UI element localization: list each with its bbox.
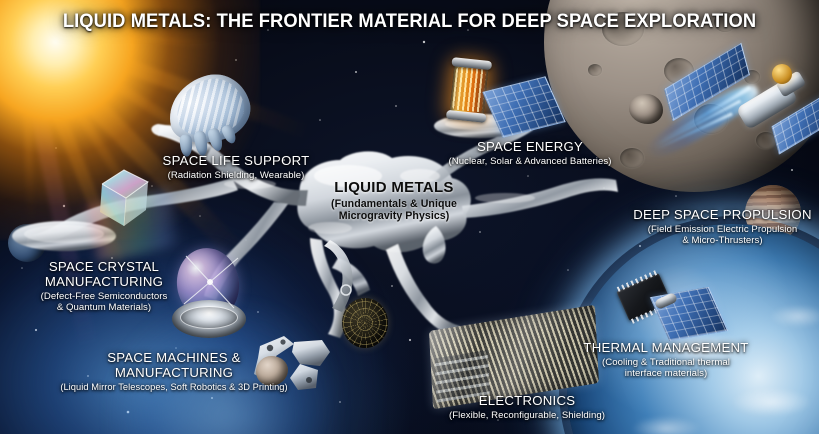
node-subtitle: (Liquid Mirror Telescopes, Soft Robotics… (60, 381, 288, 392)
node-space-life-support: SPACE LIFE SUPPORT (Radiation Shielding,… (140, 153, 332, 181)
node-thermal-management: THERMAL MANAGEMENT (Cooling & Traditiona… (566, 340, 766, 380)
node-subtitle: (Nuclear, Solar & Advanced Batteries) (448, 155, 612, 167)
node-subtitle: (Flexible, Reconfigurable, Shielding) (449, 409, 605, 421)
node-subtitle: (Field Emission Electric Propulsion & Mi… (647, 223, 798, 247)
node-title: ELECTRONICS (478, 393, 576, 408)
page-title: LIQUID METALS: THE FRONTIER MATERIAL FOR… (62, 10, 757, 32)
node-liquid-metals: LIQUID METALS (Fundamentals & Unique Mic… (303, 179, 485, 223)
node-title: THERMAL MANAGEMENT (583, 340, 749, 355)
asteroid-sample-icon (256, 356, 288, 386)
node-space-machines-manufacturing: SPACE MACHINES & MANUFACTURING (Liquid M… (48, 350, 300, 393)
node-space-energy: SPACE ENERGY (Nuclear, Solar & Advanced … (428, 139, 632, 167)
asteroid-icon (629, 94, 663, 124)
node-title: SPACE MACHINES & MANUFACTURING (107, 350, 241, 380)
node-subtitle: (Radiation Shielding, Wearable) (167, 169, 305, 181)
node-subtitle: (Fundamentals & Unique Microgravity Phys… (331, 197, 457, 223)
node-subtitle: (Defect-Free Semiconductors & Quantum Ma… (40, 290, 168, 313)
node-title: SPACE ENERGY (476, 139, 584, 154)
node-title: SPACE CRYSTAL MANUFACTURING (44, 259, 164, 289)
node-electronics: ELECTRONICS (Flexible, Reconfigurable, S… (432, 393, 622, 421)
wireframe-sphere-icon (342, 298, 388, 348)
robotic-arm-icon (324, 240, 353, 312)
node-space-crystal-manufacturing: SPACE CRYSTAL MANUFACTURING (Defect-Free… (18, 259, 190, 313)
node-subtitle: (Cooling & Traditional thermal interface… (602, 356, 730, 380)
node-title: LIQUID METALS (334, 179, 454, 196)
node-title: DEEP SPACE PROPULSION (633, 207, 812, 222)
node-deep-space-propulsion: DEEP SPACE PROPULSION (Field Emission El… (630, 207, 815, 247)
node-title: SPACE LIFE SUPPORT (162, 153, 310, 168)
crystal-prism-icon (96, 168, 152, 230)
telescope-struts (183, 255, 239, 309)
reactor-dome-icon (772, 64, 792, 84)
